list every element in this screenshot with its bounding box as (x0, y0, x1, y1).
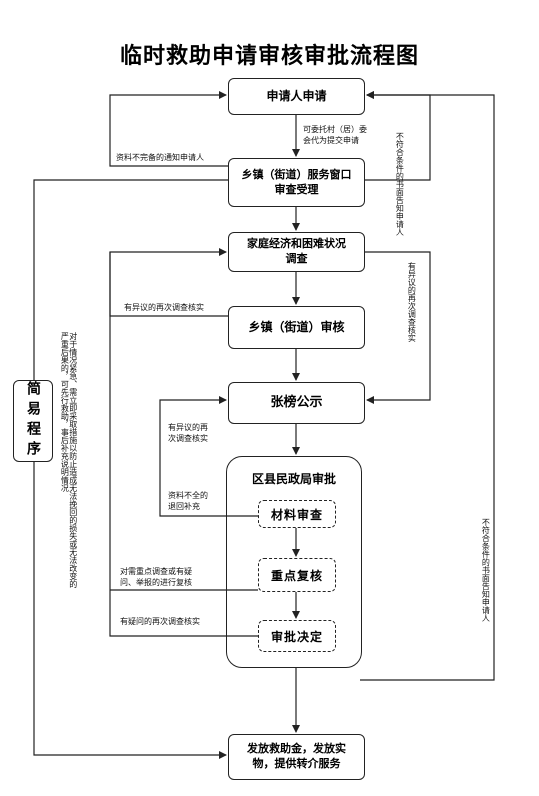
node-key-recheck: 重点复核 (258, 558, 336, 592)
district-approval-group (226, 456, 362, 668)
node-material-review: 材料审查 (258, 500, 336, 528)
node-town-window: 乡镇（街道）服务窗口 审查受理 (228, 158, 365, 207)
node-publicity: 张榜公示 (228, 382, 365, 424)
label-objection-resurvey: 有异议的再次调查核实 (124, 303, 204, 312)
node-town-window-text: 乡镇（街道）服务窗口 审查受理 (241, 167, 352, 196)
page-title: 临时救助申请审核审批流程图 (119, 44, 419, 69)
label-doubt-resurvey: 有疑问的再次调查核实 (120, 617, 200, 626)
label-resurvey-right: 有异议的再次调查核实 (407, 262, 417, 342)
node-town-review: 乡镇（街道）审核 (228, 306, 365, 349)
label-not-eligible-2: 不符合条件的书面告知申请人 (481, 518, 491, 622)
label-incomplete: 资料不完备的通知申请人 (116, 153, 204, 162)
label-entrust: 可委托村（居）委 会代为提交申请 (303, 125, 367, 146)
label-key-recheck: 对需重点调查或有疑 问、举报的进行复核 (120, 567, 192, 588)
node-investigate-text: 家庭经济和困难状况 调查 (247, 237, 346, 265)
simple-procedure-box: 简易程序 (13, 380, 53, 462)
node-issue-relief: 发放救助金，发放实 物，提供转介服务 (228, 734, 365, 780)
node-issue-relief-text: 发放救助金，发放实 物，提供转介服务 (247, 742, 346, 770)
node-decision: 审批决定 (258, 620, 336, 652)
label-objection-resurvey-2: 有异议的再 次调查核实 (168, 423, 208, 444)
node-investigate: 家庭经济和困难状况 调查 (228, 232, 365, 272)
label-not-eligible-1: 不符合条件的书面告知申请人 (395, 132, 405, 236)
district-approval-title: 区县民政局审批 (251, 472, 336, 486)
label-simple-desc: 对于情况紧急、需立即采取措施以防止造成无法挽回的损失或无法改变的严重后果的，可先… (60, 332, 78, 588)
label-incomplete-return: 资料不全的 退回补充 (168, 491, 208, 512)
node-apply: 申请人申请 (228, 78, 365, 115)
